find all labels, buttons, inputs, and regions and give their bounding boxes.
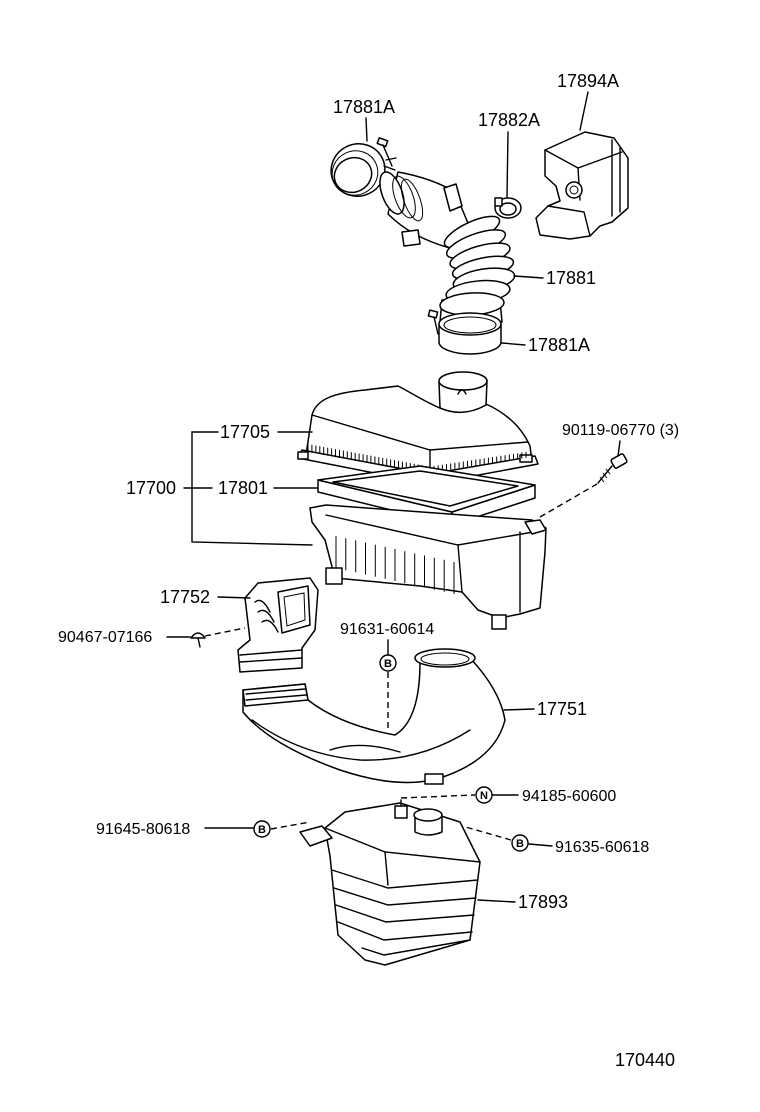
resonator-17893 — [299, 799, 481, 966]
label-clip-b2: 91645-80618 — [96, 821, 190, 838]
marker-n-94185-text: N — [480, 790, 488, 802]
part-labels: 17881A 17894A 17882A 17881 17881A 17705 … — [58, 71, 679, 1070]
resonator-17894a — [535, 131, 629, 240]
cap-17705 — [297, 371, 539, 485]
clip-90467 — [190, 632, 206, 648]
figure-number: 170440 — [615, 1050, 675, 1070]
label-resonator-bottom: 17893 — [518, 892, 568, 912]
marker-b-91631: B — [379, 654, 397, 672]
clamp-17882a — [494, 197, 522, 219]
leader-lines — [166, 91, 621, 903]
case-ribs — [335, 536, 455, 594]
label-inlet: 17752 — [160, 587, 210, 607]
label-hose: 17881 — [546, 268, 596, 288]
label-cap: 17705 — [220, 422, 270, 442]
label-duct: 17751 — [537, 699, 587, 719]
bolt-90119 — [597, 453, 628, 484]
inlet-17752 — [237, 577, 319, 673]
clamp-17881a-bottom — [427, 309, 502, 355]
clamp-17881a-top — [330, 137, 397, 197]
label-clip-b1: 91631-60614 — [340, 621, 434, 638]
marker-b-91645-text: B — [258, 824, 266, 836]
marker-n-94185: N — [475, 786, 493, 804]
label-resonator-top: 17894A — [557, 71, 619, 91]
label-bolt: 90119-06770 (3) — [562, 422, 679, 439]
case-17700 — [309, 504, 547, 630]
label-clamp-top: 17881A — [333, 97, 395, 117]
label-element: 17801 — [218, 478, 268, 498]
hose-17881 — [379, 171, 516, 323]
label-clip-b3: 91635-60618 — [555, 839, 649, 856]
label-assembly: 17700 — [126, 478, 176, 498]
element-17801 — [317, 465, 536, 526]
marker-b-91635-text: B — [516, 838, 524, 850]
duct-17751 — [242, 648, 506, 785]
label-nut: 94185-60600 — [522, 788, 616, 805]
marker-b-91631-text: B — [384, 658, 392, 670]
label-clip: 90467-07166 — [58, 629, 152, 646]
label-clamp-small: 17882A — [478, 110, 540, 130]
marker-b-91635: B — [511, 834, 529, 852]
marker-b-91645: B — [253, 820, 271, 838]
label-clamp-bottom: 17881A — [528, 335, 590, 355]
